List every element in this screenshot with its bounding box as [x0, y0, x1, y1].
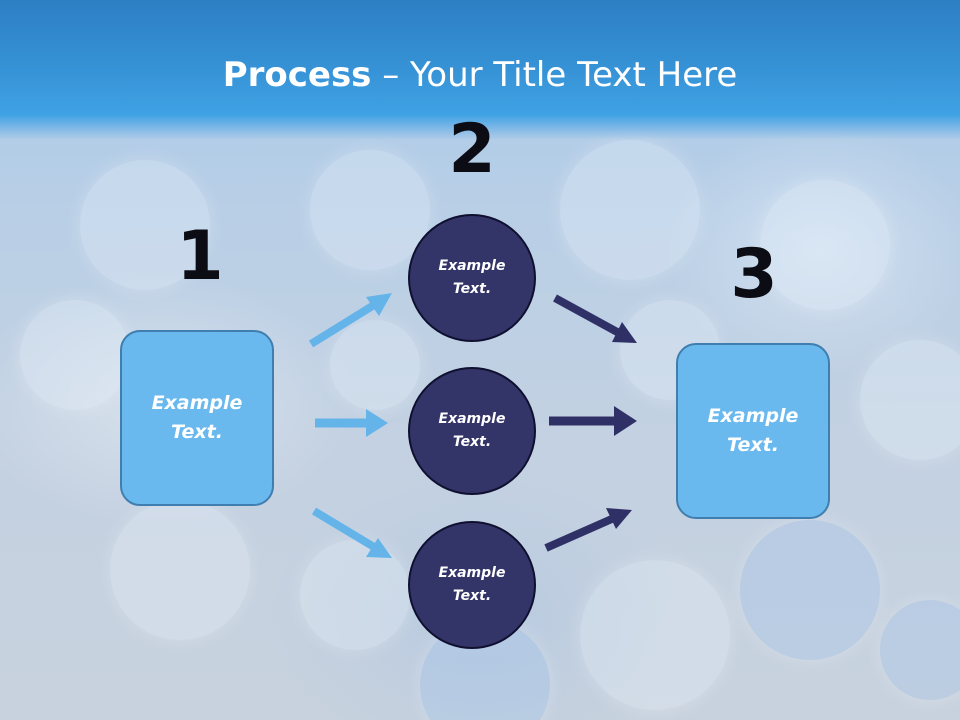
bokeh-light	[310, 150, 430, 270]
arrow-bottom-to-right	[544, 508, 632, 552]
left-box: Example Text.	[120, 330, 274, 506]
circle-middle-text: Example Text.	[438, 411, 506, 450]
title-bold: Process	[222, 55, 372, 95]
right-box-text: Example Text.	[707, 405, 799, 456]
bokeh-light	[330, 320, 420, 410]
title-rest: – Your Title Text Here	[371, 55, 738, 95]
step-number-2: 2	[448, 110, 496, 189]
step-number-1: 1	[176, 217, 224, 296]
arrow-top-to-right	[553, 294, 637, 343]
circle-bottom-text: Example Text.	[438, 565, 506, 604]
right-box: Example Text.	[676, 343, 830, 519]
bokeh-light	[110, 500, 250, 640]
bokeh-light	[80, 160, 210, 290]
bokeh-light	[20, 300, 130, 410]
bokeh-light	[580, 560, 730, 710]
arrow-left-to-middle	[315, 409, 388, 437]
arrow-middle-to-right	[549, 406, 637, 436]
step-number-3: 3	[730, 235, 778, 314]
bokeh-light	[300, 540, 410, 650]
circle-middle: Example Text.	[408, 367, 536, 495]
bokeh-light	[860, 340, 960, 460]
circle-bottom: Example Text.	[408, 521, 536, 649]
slide-title: Process – Your Title Text Here	[0, 50, 960, 100]
arrow-left-to-bottom	[311, 507, 392, 558]
bokeh-light	[560, 140, 700, 280]
left-box-text: Example Text.	[151, 392, 243, 443]
circle-top-text: Example Text.	[438, 258, 506, 297]
bokeh-blue	[880, 600, 960, 700]
bokeh-light	[760, 180, 890, 310]
title-bar	[0, 0, 960, 140]
bokeh-blue	[740, 520, 880, 660]
circle-top: Example Text.	[408, 214, 536, 342]
arrow-left-to-top	[308, 293, 392, 348]
